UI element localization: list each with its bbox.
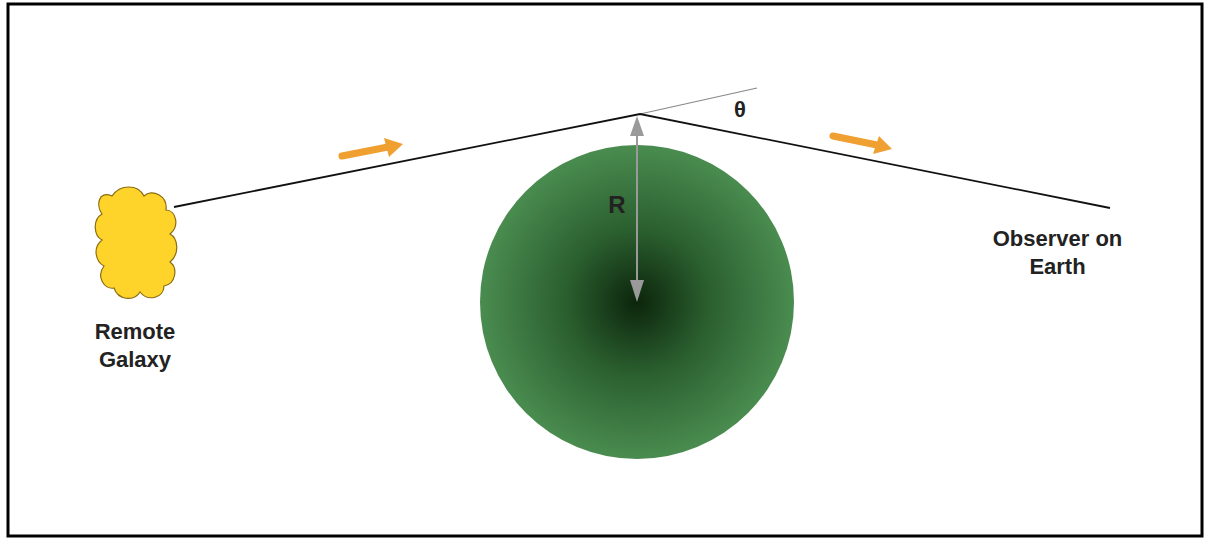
galaxy-cloud [95, 187, 177, 298]
angle-label: θ [726, 96, 754, 124]
object-label: Observer on Earth [975, 225, 1140, 280]
frame [8, 4, 1202, 536]
radius-arrowhead [630, 116, 644, 136]
object-label: Remote Galaxy [70, 318, 200, 373]
radius-arrowhead [630, 280, 644, 302]
direction-arrow [833, 136, 892, 154]
direction-arrow [342, 138, 403, 157]
radius-line [636, 134, 638, 282]
dimension-label: R [604, 190, 630, 220]
light-ray [174, 114, 1110, 208]
